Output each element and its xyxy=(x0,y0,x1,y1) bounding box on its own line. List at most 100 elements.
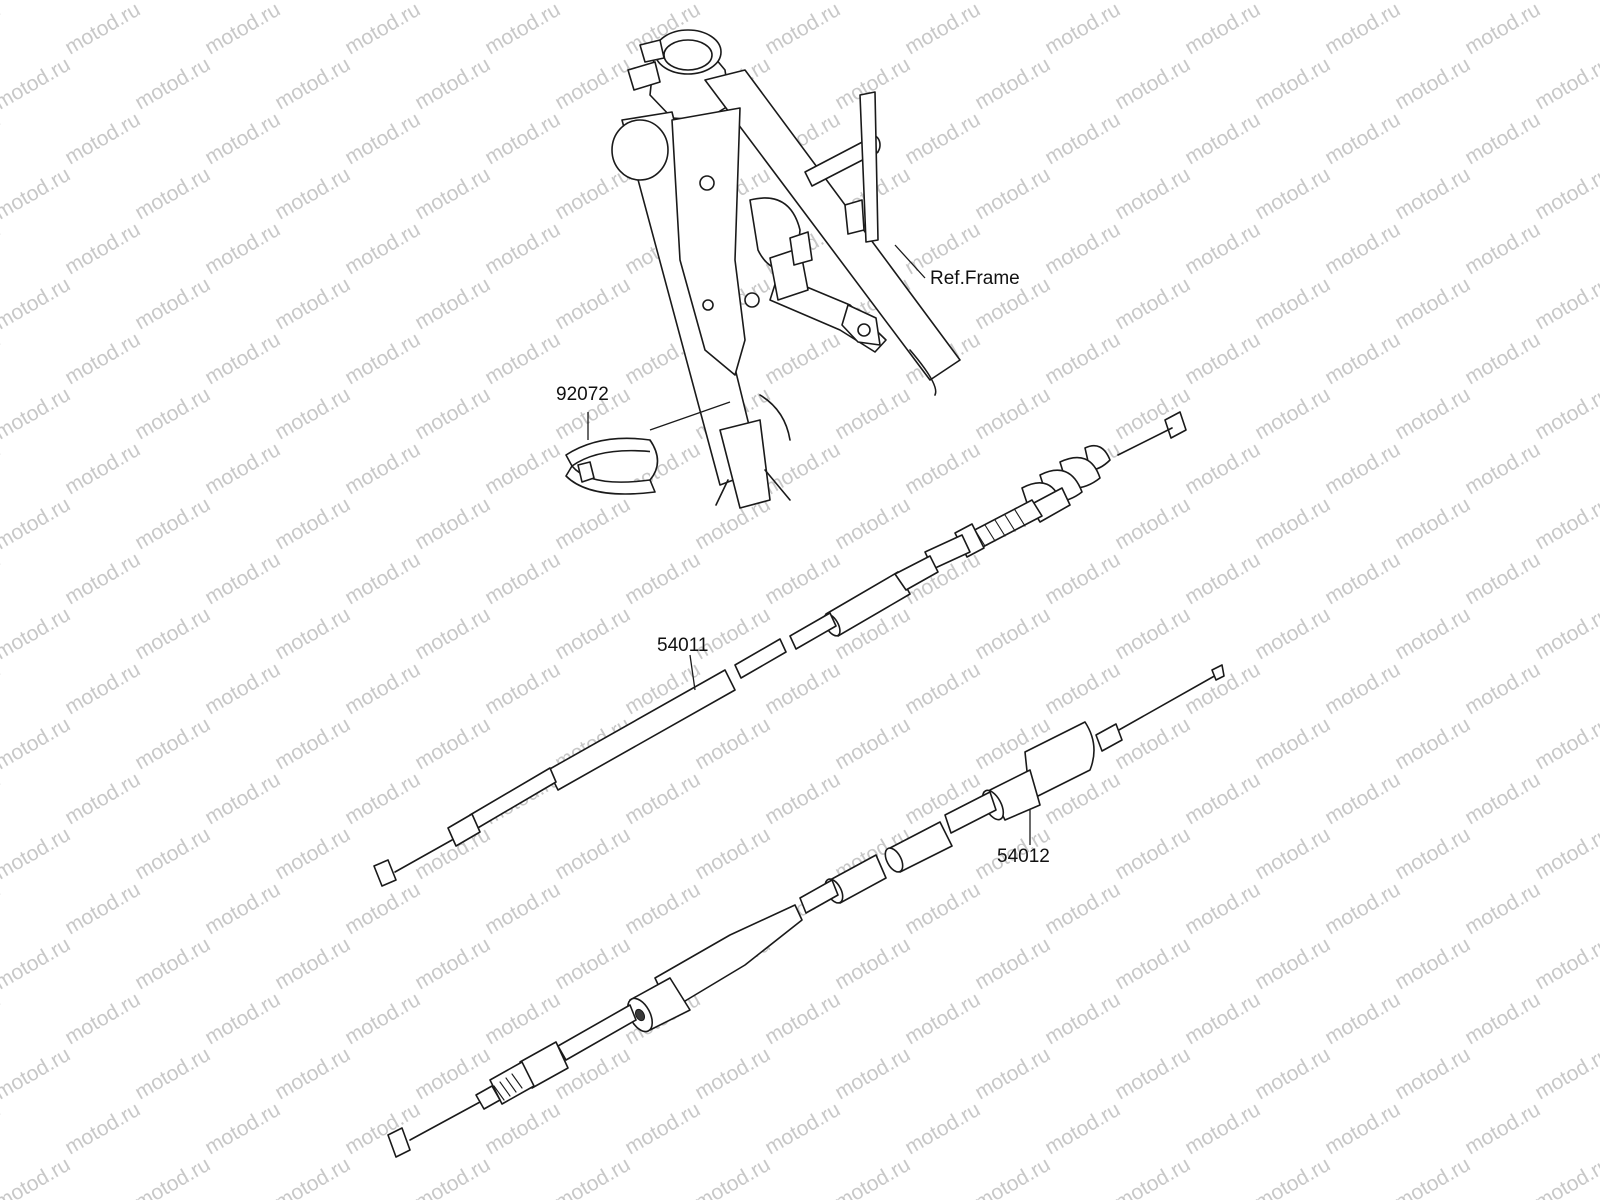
throttle-cable-54012 xyxy=(387,664,1225,1158)
watermark-text: motod.ru xyxy=(271,0,354,4)
watermark-text: motod.ru xyxy=(271,493,354,554)
watermark-text: motod.ru xyxy=(831,493,914,554)
watermark-text: motod.ru xyxy=(1531,273,1600,334)
band-part-number: 92072 xyxy=(556,384,609,405)
watermark-text: motod.ru xyxy=(341,108,424,169)
watermark-text: motod.ru xyxy=(1111,1153,1194,1200)
watermark-text: motod.ru xyxy=(61,878,144,939)
watermark-text: motod.ru xyxy=(831,1043,914,1104)
watermark-text: motod.ru xyxy=(131,0,214,4)
watermark-text: motod.ru xyxy=(271,603,354,664)
watermark-text: motod.ru xyxy=(411,493,494,554)
watermark-text: motod.ru xyxy=(1181,768,1264,829)
watermark-text: motod.ru xyxy=(901,0,984,59)
watermark-text: motod.ru xyxy=(691,1153,774,1200)
watermark-text: motod.ru xyxy=(1461,108,1544,169)
watermark-text: motod.ru xyxy=(61,1098,144,1159)
watermark-text: motod.ru xyxy=(1251,823,1334,884)
watermark-text: motod.ru xyxy=(761,768,844,829)
watermark-text: motod.ru xyxy=(1251,713,1334,774)
watermark-text: motod.ru xyxy=(201,548,284,609)
watermark-text: motod.ru xyxy=(1111,493,1194,554)
watermark-text: motod.ru xyxy=(901,658,984,719)
watermark-text: motod.ru xyxy=(761,548,844,609)
watermark-text: motod.ru xyxy=(1531,823,1600,884)
watermark-text: motod.ru xyxy=(0,383,74,444)
watermark-text: motod.ru xyxy=(1111,383,1194,444)
watermark-text: motod.ru xyxy=(1111,0,1194,4)
watermark-text: motod.ru xyxy=(1111,603,1194,664)
watermark-text: motod.ru xyxy=(621,548,704,609)
watermark-text: motod.ru xyxy=(411,383,494,444)
watermark-text: motod.ru xyxy=(0,218,4,279)
watermark-text: motod.ru xyxy=(341,548,424,609)
watermark-text: motod.ru xyxy=(0,988,4,1049)
watermark-text: motod.ru xyxy=(1181,108,1264,169)
watermark-text: motod.ru xyxy=(61,988,144,1049)
watermark-text: motod.ru xyxy=(271,713,354,774)
watermark-text: motod.ru xyxy=(131,1153,214,1200)
watermark-text: motod.ru xyxy=(971,53,1054,114)
watermark-text: motod.ru xyxy=(691,1043,774,1104)
watermark-text: motod.ru xyxy=(971,0,1054,4)
watermark-text: motod.ru xyxy=(481,878,564,939)
watermark-text: motod.ru xyxy=(1391,933,1474,994)
watermark-text: motod.ru xyxy=(0,53,74,114)
watermark-text: motod.ru xyxy=(1041,0,1124,59)
watermark-text: motod.ru xyxy=(1391,0,1474,4)
watermark-text: motod.ru xyxy=(0,548,4,609)
watermark-text: motod.ru xyxy=(481,108,564,169)
watermark-text: motod.ru xyxy=(1391,823,1474,884)
watermark-text: motod.ru xyxy=(1251,383,1334,444)
watermark-text: motod.ru xyxy=(1461,768,1544,829)
watermark-text: motod.ru xyxy=(1321,988,1404,1049)
watermark-text: motod.ru xyxy=(341,328,424,389)
watermark-text: motod.ru xyxy=(1461,438,1544,499)
watermark-text: motod.ru xyxy=(1321,438,1404,499)
watermark-text: motod.ru xyxy=(971,1153,1054,1200)
watermark-text: motod.ru xyxy=(1531,163,1600,224)
watermark-text: motod.ru xyxy=(1041,1098,1124,1159)
watermark-text: motod.ru xyxy=(551,0,634,4)
watermark-text: motod.ru xyxy=(0,1043,74,1104)
watermark-text: motod.ru xyxy=(271,383,354,444)
watermark-text: motod.ru xyxy=(61,0,144,59)
watermark-text: motod.ru xyxy=(1181,988,1264,1049)
frame-ref-label: Ref.Frame xyxy=(930,268,1020,289)
watermark-text: motod.ru xyxy=(1391,383,1474,444)
watermark-text: motod.ru xyxy=(481,218,564,279)
watermark-text: motod.ru xyxy=(411,163,494,224)
watermark-text: motod.ru xyxy=(1041,218,1124,279)
watermark-text: motod.ru xyxy=(1531,1043,1600,1104)
watermark-text: motod.ru xyxy=(271,273,354,334)
watermark-text: motod.ru xyxy=(1531,933,1600,994)
watermark-text: motod.ru xyxy=(201,438,284,499)
watermark-text: motod.ru xyxy=(341,438,424,499)
cable-upper-part-number: 54011 xyxy=(657,635,708,656)
watermark-text: motod.ru xyxy=(1461,328,1544,389)
watermark-text: motod.ru xyxy=(201,218,284,279)
watermark-text: motod.ru xyxy=(411,603,494,664)
watermark-text: motod.ru xyxy=(1251,603,1334,664)
frame-drawing xyxy=(611,29,961,509)
watermark-text: motod.ru xyxy=(551,823,634,884)
watermark-text: motod.ru xyxy=(1461,658,1544,719)
watermark-text: motod.ru xyxy=(0,1098,4,1159)
watermark-text: motod.ru xyxy=(411,273,494,334)
watermark-text: motod.ru xyxy=(1041,328,1124,389)
watermark-text: motod.ru xyxy=(1111,713,1194,774)
watermark-text: motod.ru xyxy=(201,0,284,59)
watermark-text: motod.ru xyxy=(1041,548,1124,609)
watermark-text: motod.ru xyxy=(131,713,214,774)
watermark-text: motod.ru xyxy=(1181,1098,1264,1159)
watermark-text: motod.ru xyxy=(1111,1043,1194,1104)
watermark-text: motod.ru xyxy=(0,493,74,554)
watermark-text: motod.ru xyxy=(131,383,214,444)
watermark-text: motod.ru xyxy=(1321,328,1404,389)
watermark-text: motod.ru xyxy=(0,823,74,884)
watermark-text: motod.ru xyxy=(1251,0,1334,4)
watermark-text: motod.ru xyxy=(481,1098,564,1159)
watermark-text: motod.ru xyxy=(131,273,214,334)
watermark-text: motod.ru xyxy=(901,108,984,169)
